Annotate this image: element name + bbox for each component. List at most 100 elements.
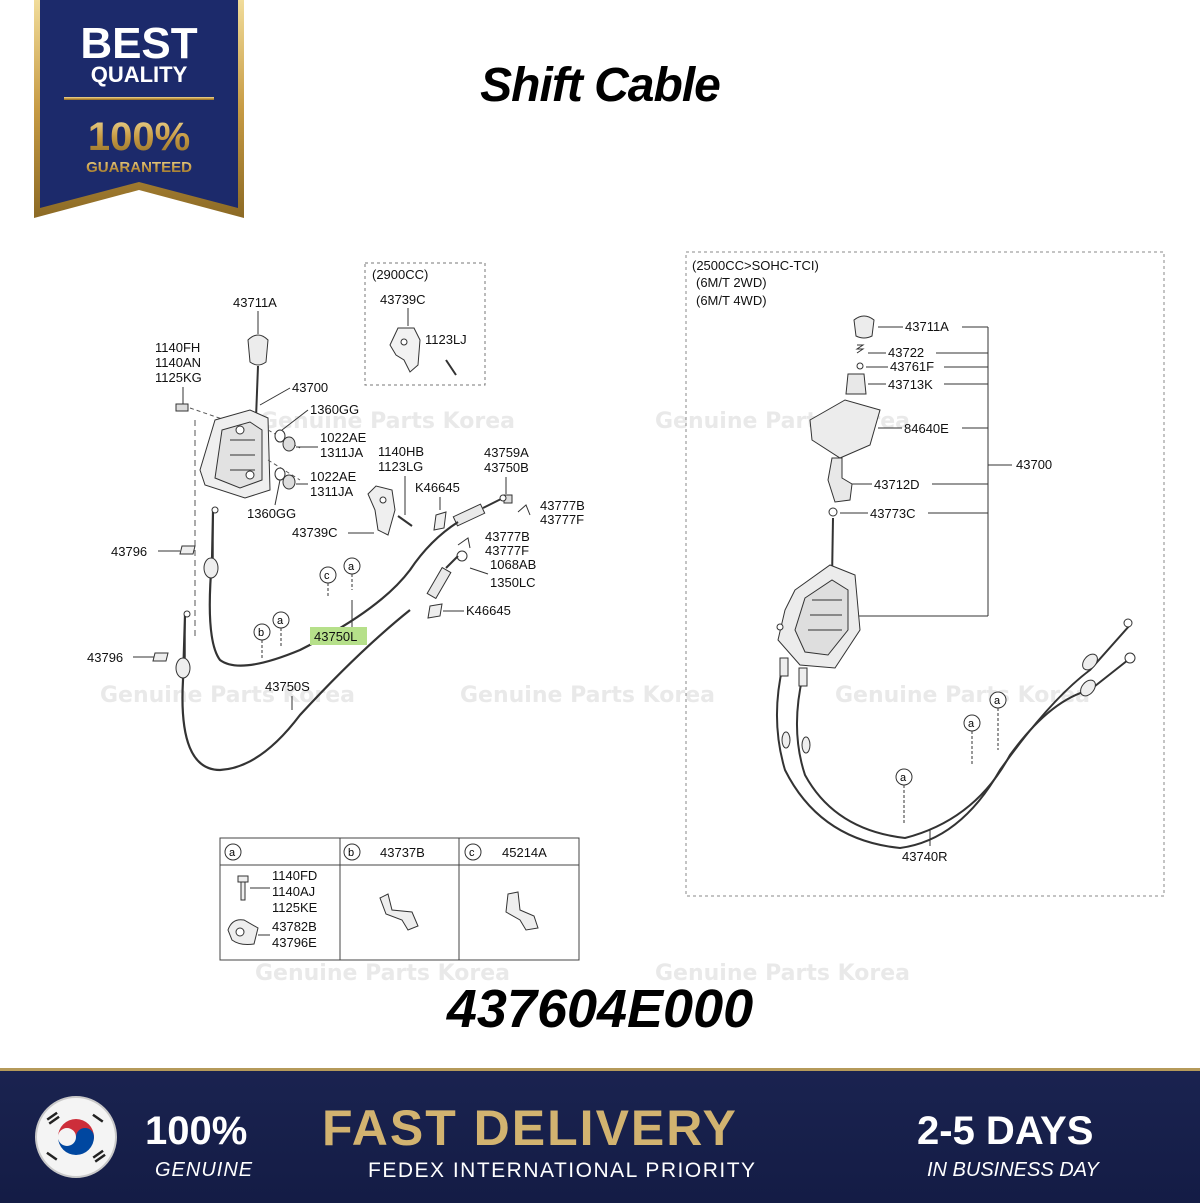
parts-diagram: Genuine Parts Korea Genuine Parts Korea …: [87, 251, 1165, 985]
part-label: 1140HB: [378, 444, 424, 459]
part-label: 43773C: [870, 506, 916, 521]
page-title: Shift Cable: [480, 59, 721, 112]
genuine-label: GENUINE: [155, 1159, 254, 1181]
part-label: K46645: [415, 480, 460, 495]
part-43713k-illustration: [845, 373, 867, 395]
legend-a-part: 43796E: [272, 935, 317, 950]
cable-end-upper: [452, 494, 507, 527]
part-label: 43700: [1016, 457, 1052, 472]
callout-label: a: [348, 561, 355, 573]
legend-b-part: 43737B: [380, 845, 425, 860]
callout-a-left-2: [272, 611, 290, 648]
part-label: 1125KG: [155, 370, 202, 385]
group-label-2500cc: (2500CC>SOHC-TCI): [692, 258, 819, 273]
watermark: Genuine Parts Korea: [260, 409, 515, 434]
part-label-highlighted: 43750L: [314, 629, 357, 644]
part-label: 1140AN: [155, 355, 201, 370]
group-label-4wd: (6M/T 4WD): [696, 293, 767, 308]
legend-a-part: 1125KE: [272, 900, 318, 915]
shift-lever-housing-illustration: [199, 409, 271, 499]
callout-label: a: [277, 615, 284, 627]
part-label: 43777B: [485, 529, 530, 544]
part-label: 1068AB: [490, 557, 536, 572]
watermark: Genuine Parts Korea: [255, 961, 510, 985]
part-label: 43796: [111, 544, 147, 559]
part-label: 1123LJ: [425, 332, 467, 347]
bolt-illustration: [237, 875, 249, 901]
callout-label: a: [900, 772, 907, 784]
part-label: 43722: [888, 345, 924, 360]
watermarks: Genuine Parts Korea Genuine Parts Korea …: [100, 409, 1090, 985]
watermark: Genuine Parts Korea: [460, 683, 715, 708]
legend-table: [219, 837, 580, 961]
boot-84640e-illustration: [809, 399, 881, 459]
cable-43750l: [208, 511, 459, 667]
callout-label: a: [994, 695, 1001, 707]
part-label: 43713K: [888, 377, 933, 392]
part-label: 43777B: [540, 498, 585, 513]
group-box-2900cc: [364, 262, 486, 386]
group-label-2900cc: (2900CC): [372, 267, 428, 282]
shift-knob-illustration: [247, 334, 269, 419]
part-label: 43739C: [380, 292, 426, 307]
group-label-2wd: (6M/T 2WD): [696, 275, 767, 290]
part-label: 1123LG: [378, 459, 423, 474]
part-label: 43796: [87, 650, 123, 665]
part-label: 43759A: [484, 445, 529, 460]
business-day-label: IN BUSINESS DAY: [927, 1159, 1099, 1181]
legend-b-label: b: [348, 847, 354, 859]
part-label: 43761F: [890, 359, 934, 374]
korea-flag-icon: [35, 1096, 117, 1178]
bracket-43739c-top-illustration: [389, 327, 421, 373]
callout-a-right-3: [895, 768, 913, 825]
legend-a-part: 43782B: [272, 919, 317, 934]
part-label: 43712D: [874, 477, 920, 492]
part-label: K46645: [466, 603, 511, 618]
days-heading: 2-5 DAYS: [917, 1109, 1094, 1153]
watermark: Genuine Parts Korea: [100, 683, 355, 708]
badge-100: 100%: [88, 115, 190, 159]
watermark: Genuine Parts Korea: [655, 961, 910, 985]
part-label: 1350LC: [490, 575, 536, 590]
spring-43722-illustration: [855, 344, 865, 354]
part-label: 1022AE: [310, 469, 357, 484]
part-label: 43739C: [292, 525, 338, 540]
part-label: 1311JA: [320, 445, 363, 460]
callout-label: c: [324, 570, 330, 582]
part-label: 1140FH: [155, 340, 200, 355]
cable-43750s: [181, 609, 411, 772]
legend-a-part: 1140FD: [272, 868, 317, 883]
part-label: 43700: [292, 380, 328, 395]
bracket-45214a-illustration: [505, 891, 539, 931]
bracket-43737b-illustration: [379, 893, 419, 931]
callout-label: b: [258, 627, 264, 639]
part-label: 43711A: [905, 319, 949, 334]
part-label: 43711A: [233, 295, 277, 310]
cable-end-lower: [426, 555, 459, 600]
badge-best: BEST: [80, 19, 197, 68]
part-number: 437604E000: [446, 979, 754, 1039]
part-label: 43777F: [540, 512, 584, 527]
cable-43740r: [775, 624, 1131, 850]
callout-c-left: [319, 566, 337, 598]
part-label: 1360GG: [310, 402, 359, 417]
part-43712d-illustration: [827, 457, 853, 503]
callout-a-right-2: [963, 714, 981, 765]
right-housing-illustration: [776, 564, 861, 669]
legend-c-label: c: [469, 847, 475, 859]
group-box-2500cc: [685, 251, 1165, 897]
callout-a-right-1: [989, 691, 1007, 750]
best-quality-badge: BEST QUALITY 100% GUARANTEED: [34, 0, 244, 218]
badge-quality: QUALITY: [91, 62, 188, 87]
bracket-43739c-illustration: [367, 485, 396, 536]
part-label: 43750S: [265, 679, 310, 694]
knob-43711a-illustration: [853, 315, 875, 339]
part-label: 43750B: [484, 460, 529, 475]
legend-a-label: a: [229, 847, 236, 859]
delivery-banner: 100% GENUINE FAST DELIVERY FEDEX INTERNA…: [0, 1068, 1200, 1203]
legend-c-part: 45214A: [502, 845, 547, 860]
part-label: 1311JA: [310, 484, 353, 499]
part-label: 84640E: [904, 421, 949, 436]
part-label: 43777F: [485, 543, 529, 558]
fedex-subheading: FEDEX INTERNATIONAL PRIORITY: [368, 1159, 757, 1182]
